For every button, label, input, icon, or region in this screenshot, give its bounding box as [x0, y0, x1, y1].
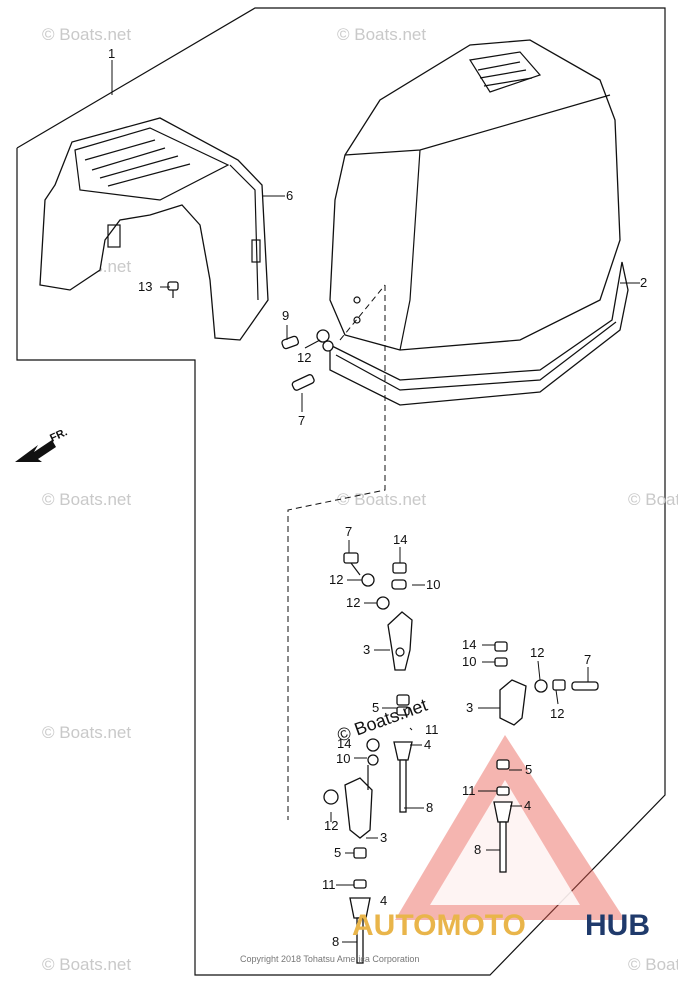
callout-5: 5 [525, 762, 532, 777]
callout-12: 12 [346, 595, 360, 610]
callout-12: 12 [550, 706, 564, 721]
callout-3: 3 [380, 830, 387, 845]
copyright-text: Copyright 2018 Tohatsu America Corporati… [240, 954, 419, 964]
watermark: © Boats.net [42, 25, 131, 44]
watermark: © Boats.net [42, 723, 131, 742]
upper-fasteners [167, 281, 334, 391]
callout-13: 13 [138, 279, 152, 294]
callout-7: 7 [584, 652, 591, 667]
watermark: © Boats.net [628, 490, 678, 509]
callout-14: 14 [462, 637, 476, 652]
callout-12: 12 [297, 350, 311, 365]
callout-2: 2 [640, 275, 647, 290]
leader-lines [111, 60, 640, 943]
direction-label: FR. [48, 426, 69, 444]
callout-3: 3 [466, 700, 473, 715]
watermark: © Boats.net [628, 955, 678, 974]
callout-1: 1 [108, 46, 115, 61]
callout-14: 14 [337, 736, 351, 751]
callout-8: 8 [474, 842, 481, 857]
callout-11: 11 [425, 722, 439, 737]
front-direction-arrow: FR. [15, 426, 69, 462]
logo-text-automoto: AUTOMOTO [352, 909, 526, 942]
callout-4: 4 [380, 893, 387, 908]
watermark: © Boats.net [42, 490, 131, 509]
callout-5: 5 [372, 700, 379, 715]
callout-labels: 1 2 6 13 9 12 7 7 14 12 10 12 3 14 10 12… [108, 46, 647, 949]
automotohub-logo: AUTOMOTO HUB [352, 735, 650, 942]
inner-cover-part-1 [39, 117, 269, 341]
watermark: © Boats.net [337, 490, 426, 509]
callout-12: 12 [324, 818, 338, 833]
callout-8: 8 [332, 934, 339, 949]
watermark: © Boats.net [42, 955, 131, 974]
diagram-frame [16, 7, 666, 976]
alignment-line [287, 285, 386, 820]
callout-9: 9 [282, 308, 289, 323]
callout-12: 12 [329, 572, 343, 587]
callout-11: 11 [322, 877, 336, 892]
callout-6: 6 [286, 188, 293, 203]
callout-3: 3 [363, 642, 370, 657]
callout-10: 10 [426, 577, 440, 592]
latch-assembly-right [494, 641, 599, 726]
alignment-line [339, 284, 386, 341]
callout-14: 14 [393, 532, 407, 547]
callout-4: 4 [524, 798, 531, 813]
logo-text-hub: HUB [585, 909, 650, 942]
callout-4: 4 [424, 737, 431, 752]
callout-10: 10 [462, 654, 476, 669]
callout-7: 7 [298, 413, 305, 428]
latch-assembly-upper [343, 552, 413, 813]
latch-assembly-lower [323, 765, 373, 964]
callout-5: 5 [334, 845, 341, 860]
watermark: © Boats.net [337, 25, 426, 44]
callout-7: 7 [345, 524, 352, 539]
callout-10: 10 [336, 751, 350, 766]
callout-11: 11 [462, 783, 476, 798]
callout-12: 12 [530, 645, 544, 660]
callout-8: 8 [426, 800, 433, 815]
engine-cover-part-2 [329, 39, 629, 406]
